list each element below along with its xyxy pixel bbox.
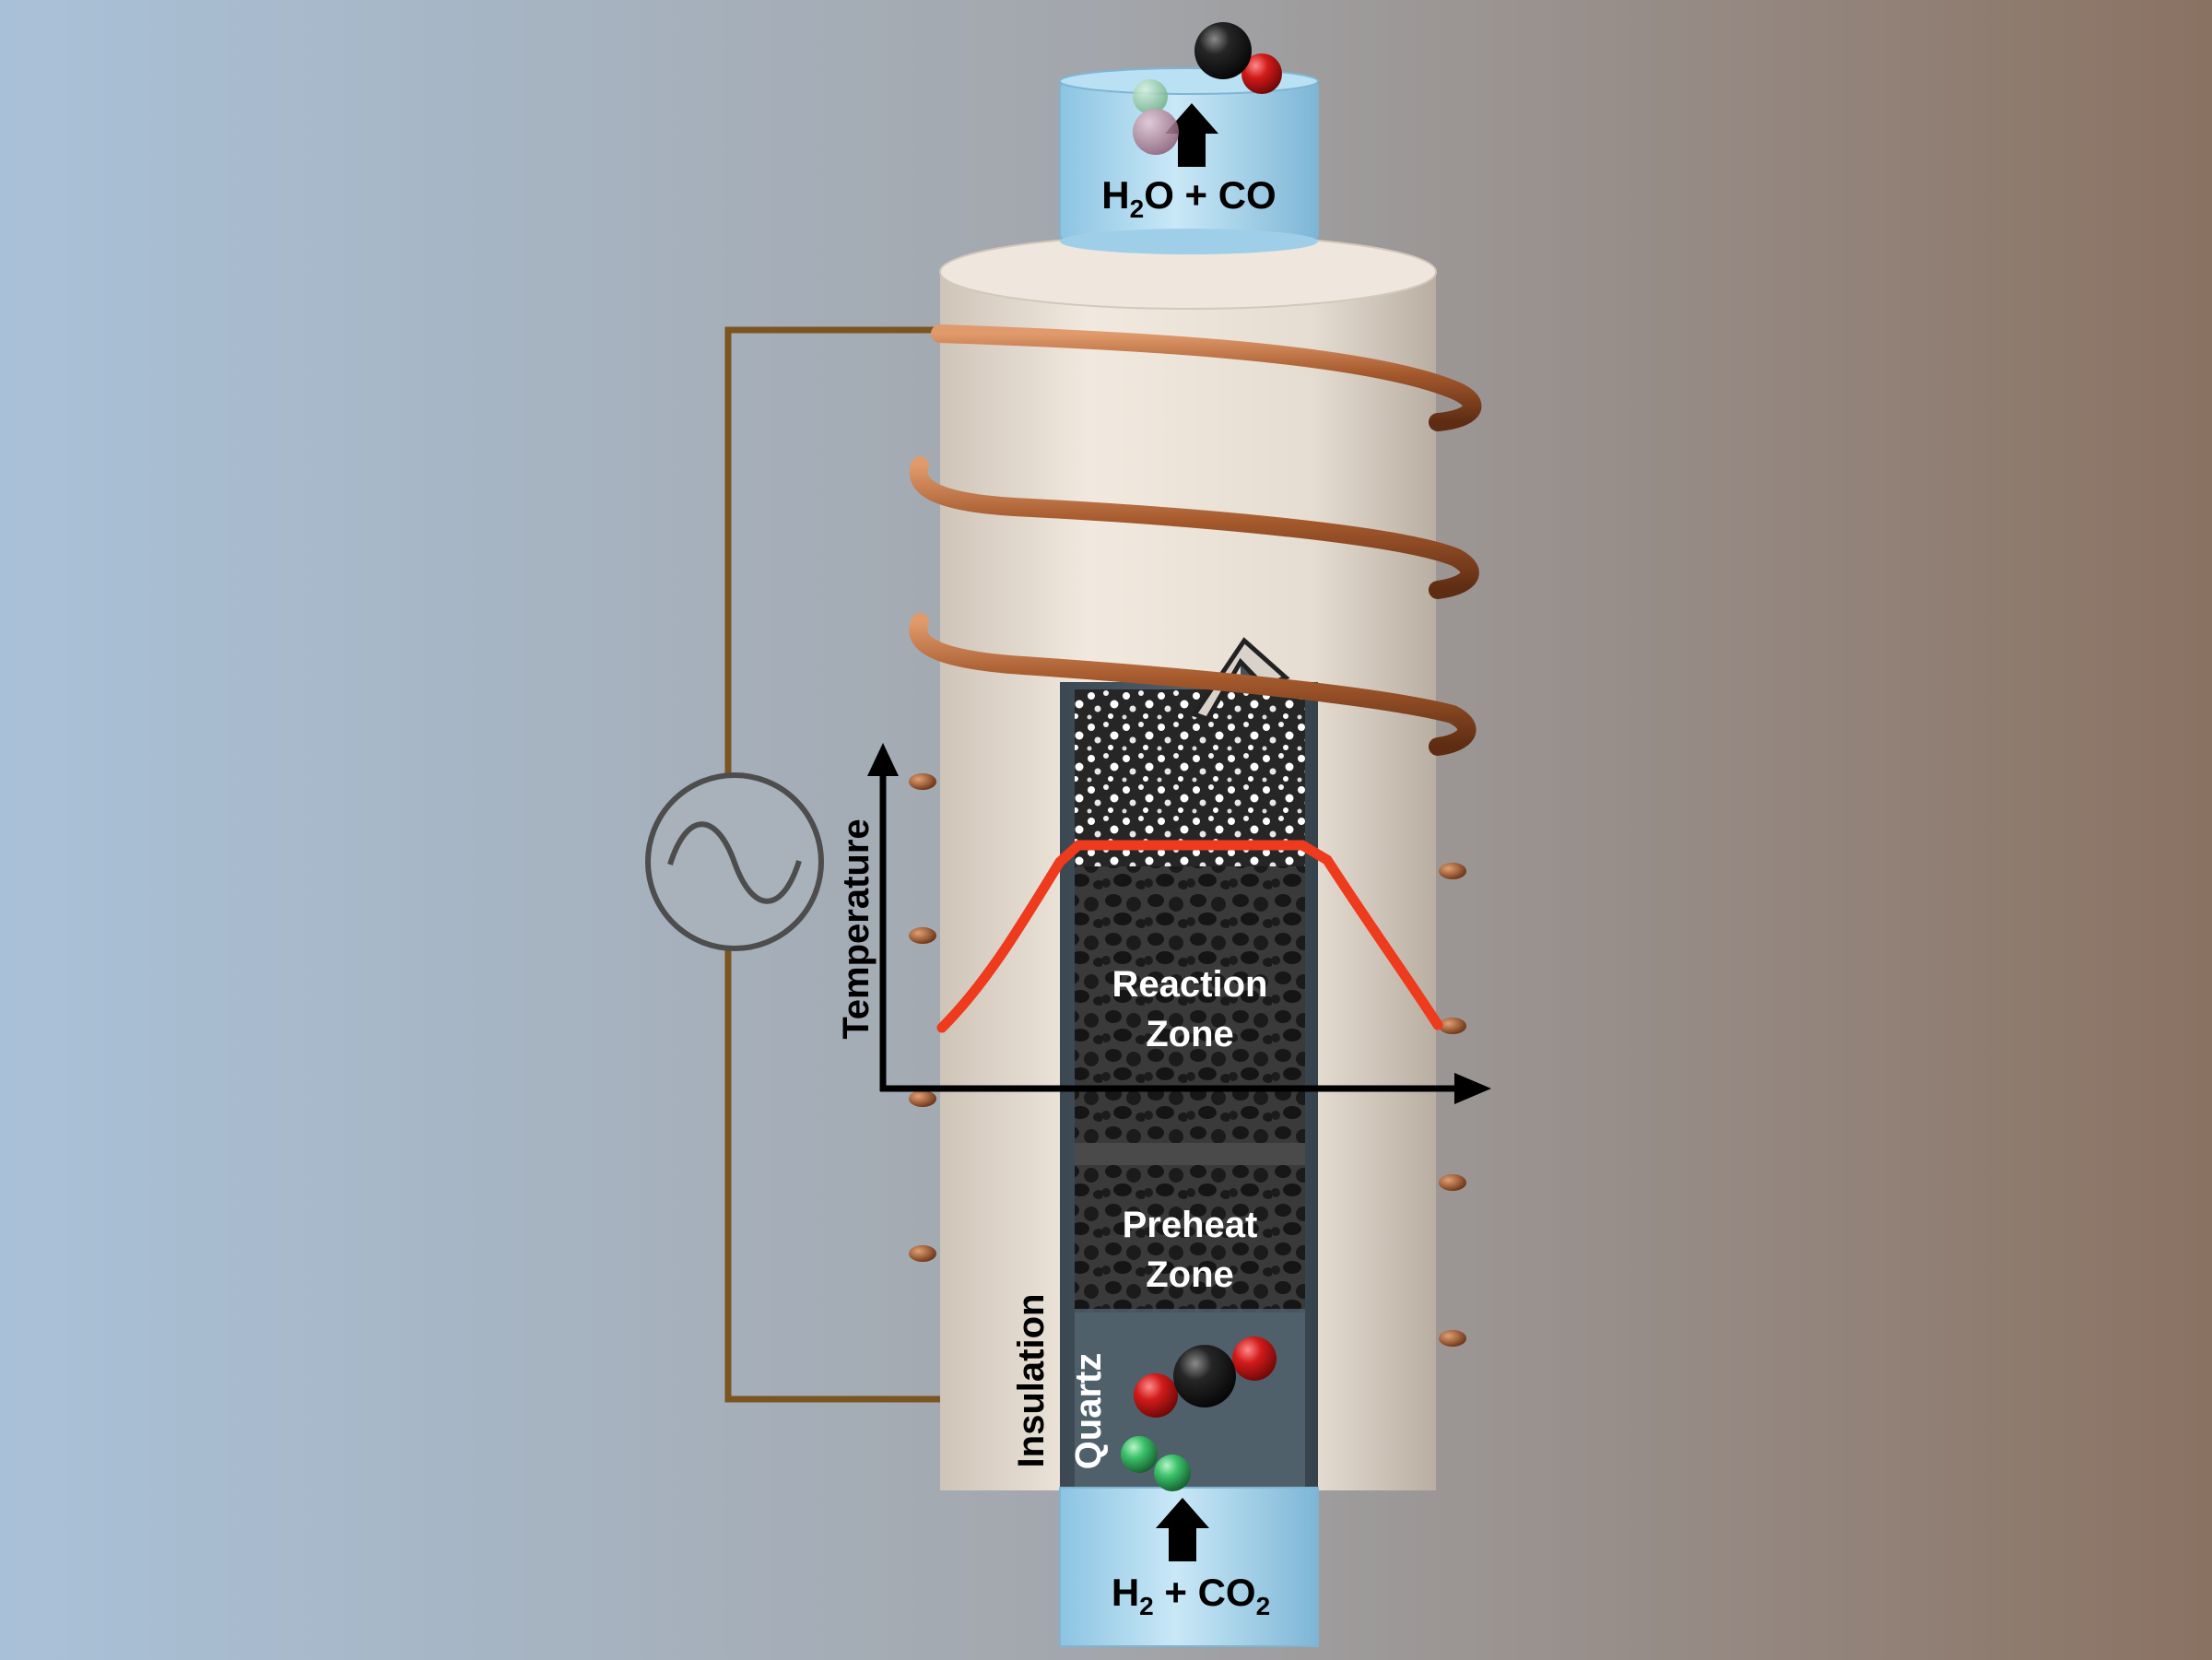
zone-separator [1075,1143,1305,1165]
svg-text:Zone: Zone [1146,1254,1234,1295]
reaction-zone-label: Reaction Zone [1112,964,1268,1054]
y-axis-arrowhead [867,743,899,776]
preheat-zone-foam [1075,1165,1305,1313]
outlet-formula-label: H2O + CO [1101,173,1276,223]
flow-up-arrow-icon [1165,103,1218,167]
inlet-formula-label: H2 + CO2 [1112,1571,1270,1620]
induction-coil [909,324,1482,756]
catalyst-bed [1075,637,1305,1489]
svg-text:Preheat: Preheat [1123,1205,1258,1245]
flow-up-arrow-icon [1156,1498,1209,1561]
svg-text:Zone: Zone [1146,1014,1234,1054]
co2-molecule-inlet [1134,1336,1277,1418]
temperature-profile-chart [867,743,1491,1104]
svg-text:Reaction: Reaction [1112,964,1268,1005]
h2-molecule-inlet [1121,1436,1191,1491]
preheat-zone-label: Preheat Zone [1123,1205,1258,1295]
x-axis-arrowhead [1454,1073,1491,1104]
insulation-label: Insulation [1011,1294,1052,1468]
temperature-axis-label: Temperature [836,818,877,1039]
coil-back-stubs [909,773,1466,1347]
quartz-label: Quartz [1068,1353,1109,1470]
hot-catalyst-region [1075,689,1305,883]
ac-source-icon [645,772,824,951]
co-molecule-outlet [1194,22,1282,94]
water-molecule-outlet [1133,79,1179,155]
reaction-zone-foam [1075,866,1305,1143]
temperature-curve [936,840,1443,1033]
